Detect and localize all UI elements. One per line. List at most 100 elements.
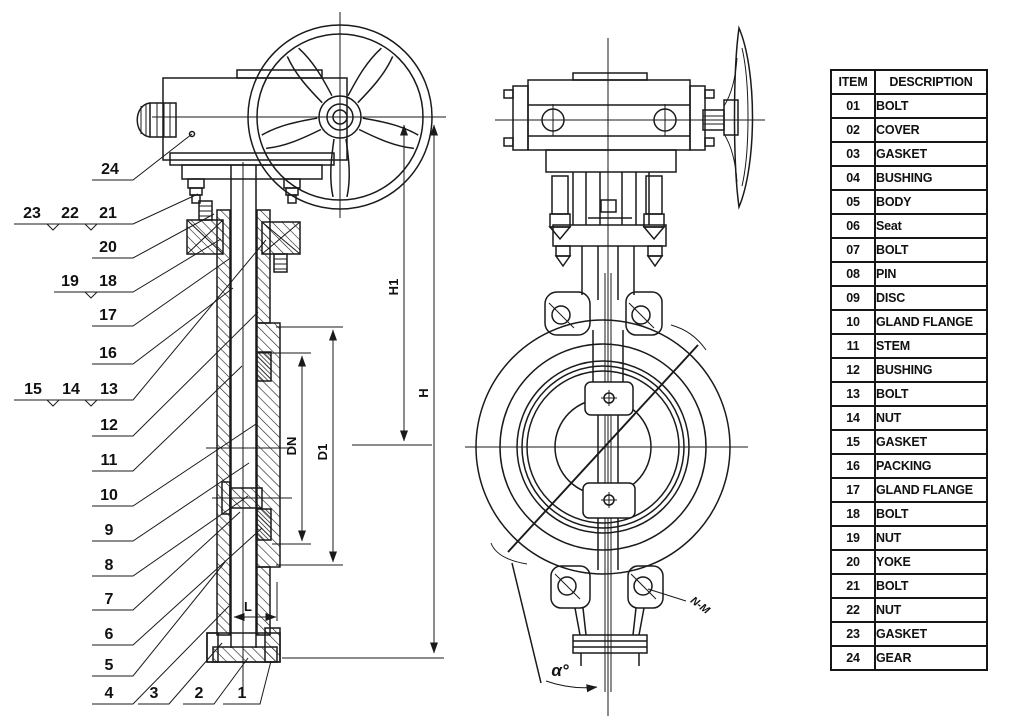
callout-17: 17 (92, 258, 230, 327)
mounting-lugs (544, 291, 664, 609)
part-description: PACKING (874, 453, 988, 479)
part-description: NUT (874, 597, 988, 623)
dim-h-label: H (416, 388, 431, 397)
callout-20-label: 20 (99, 239, 117, 256)
part-description: COVER (874, 117, 988, 143)
part-item-number: 17 (830, 477, 876, 503)
part-item-number: 16 (830, 453, 876, 479)
part-description: BUSHING (874, 357, 988, 383)
dim-l-label: L (244, 599, 252, 614)
callout-16: 16 (92, 287, 234, 365)
part-item-number: 22 (830, 597, 876, 623)
callout-6: 6 (92, 527, 263, 646)
seat-upper (256, 351, 272, 382)
callout-15-14-13: 15 14 13 (14, 239, 267, 407)
callout-23-label: 23 (23, 205, 41, 222)
part-description: Seat (874, 213, 988, 239)
dim-h1-label: H1 (386, 279, 401, 296)
part-description: PIN (874, 261, 988, 287)
callout-3-label: 3 (150, 685, 159, 702)
callout-1-label: 1 (238, 685, 247, 702)
callout-15-label: 15 (24, 381, 42, 398)
dim-dn-label: DN (284, 437, 299, 456)
callout-24-label: 24 (101, 161, 119, 178)
callout-19-18: 19 18 (54, 238, 222, 299)
front-view: α° N-M (465, 25, 765, 716)
part-item-number: 12 (830, 357, 876, 383)
callout-8-label: 8 (105, 557, 114, 574)
part-description: GASKET (874, 429, 988, 455)
part-item-number: 19 (830, 525, 876, 551)
part-item-number: 06 (830, 213, 876, 239)
handwheel-edge (702, 25, 754, 210)
part-description: STEM (874, 333, 988, 359)
part-item-number: 09 (830, 285, 876, 311)
dimension-lines: H1 H D1 DN L (233, 124, 444, 659)
part-description: GLAND FLANGE (874, 477, 988, 503)
callout-4-label: 4 (105, 685, 114, 702)
callout-3: 3 (138, 642, 223, 705)
callout-5-label: 5 (105, 657, 114, 674)
callout-12-label: 12 (100, 417, 118, 434)
part-item-number: 21 (830, 573, 876, 599)
part-item-number: 24 (830, 645, 876, 671)
part-description: GLAND FLANGE (874, 309, 988, 335)
part-item-number: 10 (830, 309, 876, 335)
part-item-number: 05 (830, 189, 876, 215)
part-description: BOLT (874, 381, 988, 407)
callout-18-label: 18 (99, 273, 117, 290)
part-description: BOLT (874, 573, 988, 599)
open-angle-label: α° (551, 661, 569, 680)
part-item-number: 11 (830, 333, 876, 359)
callout-6-label: 6 (105, 626, 114, 643)
callout-24: 24 (92, 130, 196, 181)
part-item-number: 08 (830, 261, 876, 287)
worm-shaft (136, 102, 177, 138)
disc-diagonal (490, 324, 707, 684)
callout-5: 5 (92, 561, 226, 677)
part-description: YOKE (874, 549, 988, 575)
part-description: BOLT (874, 501, 988, 527)
callout-2-label: 2 (195, 685, 204, 702)
callout-4: 4 (92, 605, 230, 705)
seat-lower (256, 508, 272, 541)
dim-h: H (282, 124, 444, 659)
callout-20: 20 (92, 213, 215, 259)
part-description: BODY (874, 189, 988, 215)
callouts: 24 23 22 21 20 19 18 17 (14, 130, 272, 705)
part-item-number: 13 (830, 381, 876, 407)
callout-23-22-21: 23 22 21 (14, 193, 199, 231)
part-item-number: 23 (830, 621, 876, 647)
part-item-number: 18 (830, 501, 876, 527)
part-item-number: 15 (830, 429, 876, 455)
callout-22-label: 22 (61, 205, 79, 222)
part-description: DISC (874, 285, 988, 311)
stem-front (582, 273, 636, 692)
callout-8: 8 (92, 495, 249, 577)
callout-12: 12 (92, 311, 259, 437)
callout-21-label: 21 (99, 205, 117, 222)
parts-table-header-row: ITEM DESCRIPTION (830, 69, 988, 95)
callout-11: 11 (92, 365, 243, 472)
callout-14-label: 14 (62, 381, 80, 398)
handwheel-spokes (261, 47, 419, 198)
part-item-number: 01 (830, 93, 876, 119)
